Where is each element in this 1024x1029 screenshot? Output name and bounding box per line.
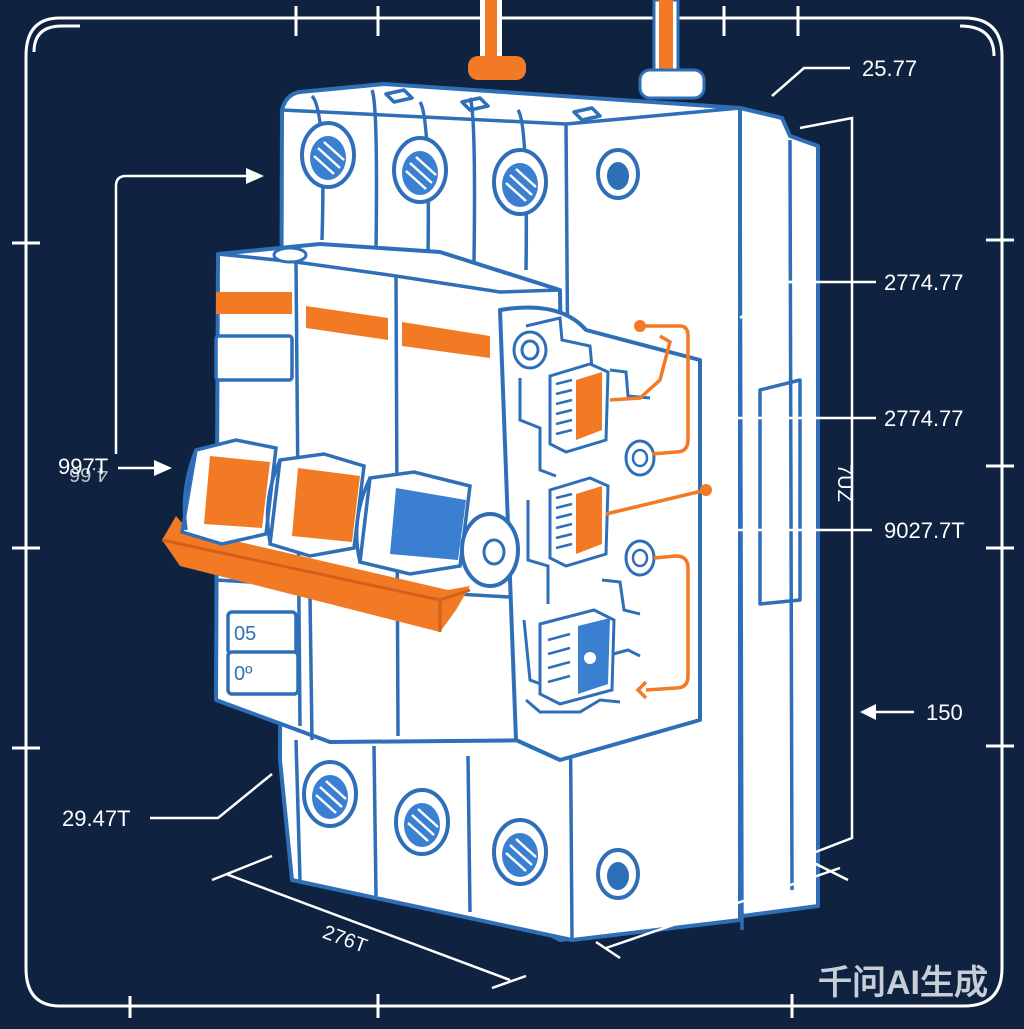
- dim-label-left-bottom: 29.47T: [62, 806, 131, 831]
- circuit-panel: [500, 308, 712, 761]
- dim-label-right-vertical: 7UZ: [833, 464, 855, 502]
- dim-label-bottom: 276T: [320, 921, 370, 957]
- dim-label-right-middle: 2774.77: [884, 406, 964, 431]
- dim-label-right-bottom: 150: [926, 700, 963, 725]
- front-label-box-2: 0º: [234, 663, 253, 685]
- dim-label-right-lower: 9027.7T: [884, 518, 965, 543]
- dim-label-top-right: 25.77: [862, 56, 917, 81]
- watermark-text: 千问AI生成: [818, 964, 988, 1002]
- dim-label-left-middle-mirrored: 4.66: [69, 463, 108, 485]
- top-wires: [468, 0, 704, 98]
- dim-label-right-upper: 2774.77: [884, 270, 964, 295]
- corner-bracket-tl: [34, 26, 80, 52]
- corner-bracket-tr: [960, 26, 994, 56]
- front-label-box-1: 05: [234, 623, 256, 645]
